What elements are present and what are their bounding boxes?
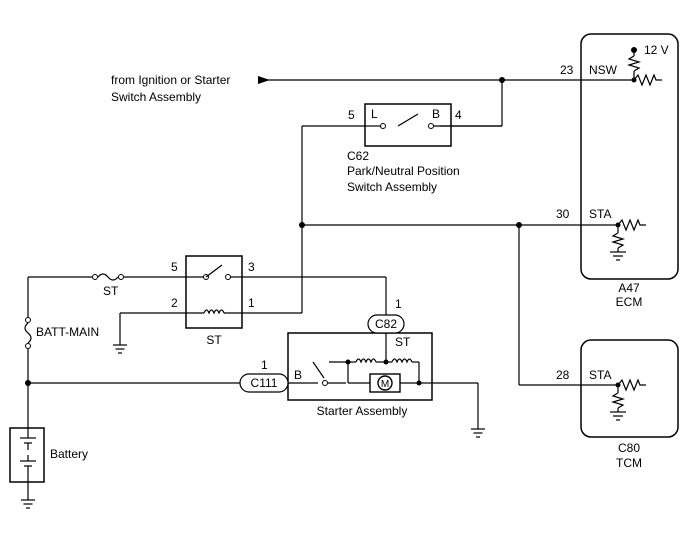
c82-st-label: ST [395,335,411,349]
starter-ground-icon [471,428,485,438]
st-relay-pin5: 5 [171,260,178,274]
battery-cell-icon [20,428,36,482]
ecm-sta-label: STA [589,207,611,221]
st-fuse-label: ST [103,284,119,298]
pnp-switch-box [364,103,452,147]
pnp-pin-left: 5 [348,108,355,122]
c111-connector-label: C111 [251,376,278,390]
batt-main-fuse-icon [24,317,32,349]
ecm-nsw-label: NSW [589,63,618,77]
source-label-line2: Switch Assembly [111,90,201,104]
pnp-term-l: L [371,107,378,121]
pnp-name-line1: Park/Neutral Position [347,164,460,178]
c111-connector-pin: 1 [261,358,268,372]
starter-name: Starter Assembly [317,404,408,418]
st-relay-contact [203,264,231,280]
ecm-name: ECM [616,295,643,309]
battery-box [9,427,45,483]
st-relay-pin3: 3 [248,260,255,274]
st-relay-pin2: 2 [171,296,178,310]
pnp-term-b: B [432,107,440,121]
battery-ground-icon [21,499,35,509]
pnp-switch-contact [365,113,451,129]
st-fuse-icon [92,273,124,281]
st-relay-pin1: 1 [248,296,255,310]
motor-label: M [381,379,389,390]
motor-icon [369,373,401,393]
st-relay-name: ST [206,333,222,347]
batt-main-fuse-label: BATT-MAIN [36,325,99,339]
ecm-code: A47 [618,281,640,295]
c82-connector-label: C82 [375,317,397,331]
source-label-line1: from Ignition or Starter [111,73,230,87]
st-relay-coil-icon [203,309,225,315]
pnp-name-line2: Switch Assembly [347,180,437,194]
starter-box [287,332,433,401]
ecm-box [580,33,679,280]
starter-term-b: B [294,368,302,382]
ecm-nsw-resistor [581,73,662,87]
st-relay-box [185,255,243,329]
battery-label: Battery [50,447,88,461]
starter-internal-wiring [288,333,432,386]
ecm-sta-input [581,218,646,261]
pnp-code: C62 [347,149,369,163]
pnp-pin-right: 4 [455,108,462,122]
tcm-sta-label: STA [589,368,611,382]
tcm-sta-input [581,378,646,421]
ecm-nsw-pin: 23 [560,63,574,77]
relay-ground-icon [113,344,127,354]
ecm-sta-pin: 30 [556,207,570,221]
ecm-nsw-pullup [626,47,642,80]
tcm-sta-pin: 28 [556,368,570,382]
c82-connector-pin: 1 [395,297,402,311]
ecm-supply-label: 12 V [644,43,669,57]
tcm-box [580,339,679,438]
tcm-name: TCM [616,456,642,470]
tcm-code: C80 [618,441,640,455]
